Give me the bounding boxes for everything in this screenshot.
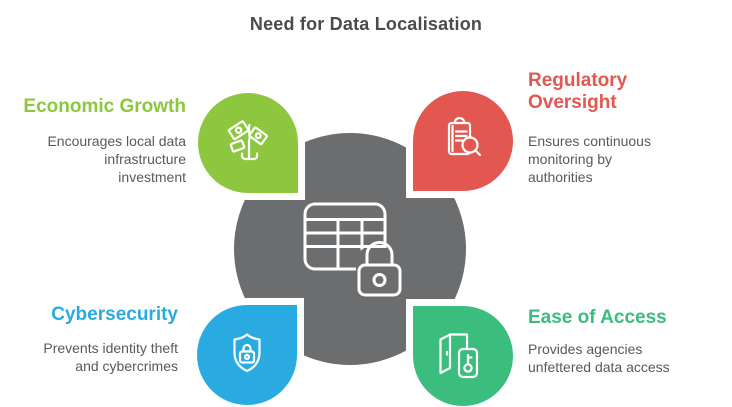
clipboard-search-icon: [447, 116, 482, 157]
ease-of-access-description: Provides agencies unfettered data access: [528, 341, 670, 375]
regulatory-oversight-description: Ensures continuous monitoring by authori…: [528, 133, 651, 185]
regulatory-oversight-heading: Regulatory Oversight: [528, 70, 628, 113]
ease-of-access-heading: Ease of Access: [528, 307, 667, 328]
bubble-cybersecurity: [197, 305, 297, 405]
door-key-icon: [439, 333, 479, 379]
page-title: Need for Data Localisation: [249, 14, 483, 34]
money-tree-icon: [227, 120, 269, 161]
table-lock-icon: [303, 202, 405, 299]
economic-growth-description: Encourages local data infrastructure inv…: [47, 133, 186, 185]
cybersecurity-heading: Cybersecurity: [51, 304, 178, 325]
economic-growth-heading: Economic Growth: [23, 96, 186, 117]
cybersecurity-description: Prevents identity theft and cybercrimes: [43, 340, 178, 374]
bubble-ease-of-access: [413, 306, 513, 406]
shield-lock-icon: [233, 333, 261, 373]
bubble-regulatory-oversight: [413, 91, 513, 191]
bubble-economic-growth: [198, 93, 298, 193]
